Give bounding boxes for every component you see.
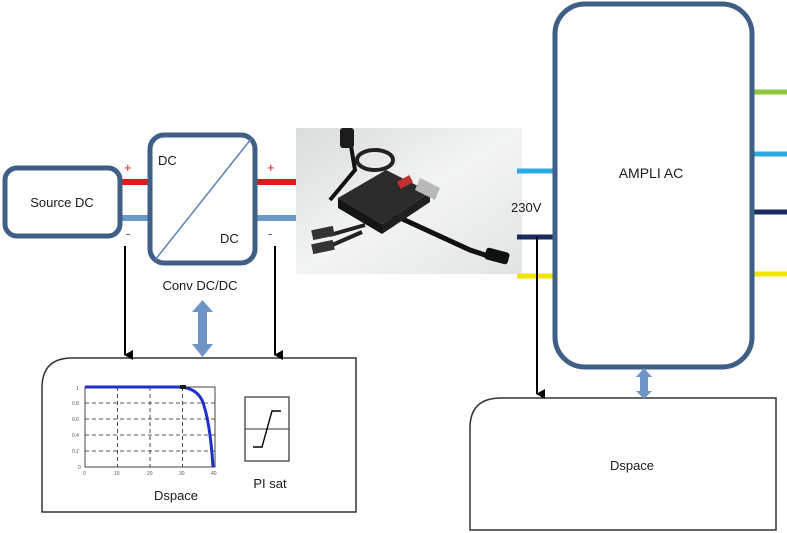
- iv-curve-plot: 1 0.8 0.6 0.4 0.2 0 0 10 20 30 40: [72, 385, 217, 477]
- conv-minus-sign: -: [268, 226, 272, 241]
- ampli-ac-block: AMPLI AC: [552, 1, 755, 370]
- y-tick-0.2: 0.2: [72, 449, 79, 455]
- converter-caption: Conv DC/DC: [162, 278, 237, 293]
- y-tick-0.8: 0.8: [72, 401, 79, 407]
- source-dc-block: Source DC: [2, 165, 123, 239]
- source-dc-label: Source DC: [30, 195, 94, 210]
- x-tick-40: 40: [211, 471, 217, 477]
- x-tick-20: 20: [147, 471, 153, 477]
- y-tick-0.4: 0.4: [72, 433, 79, 439]
- pi-sat-label: PI sat: [253, 476, 287, 491]
- dspace-right-label: Dspace: [610, 458, 654, 473]
- dcdc-converter-block: DC DC: [147, 132, 258, 266]
- dspace-right-block: Dspace: [469, 397, 777, 531]
- ampli-ac-label: AMPLI AC: [619, 165, 684, 181]
- converter-bottom-label: DC: [220, 231, 239, 246]
- converter-dspace-double-arrow: [192, 300, 213, 357]
- y-tick-1: 1: [76, 386, 79, 392]
- x-tick-0: 0: [83, 471, 86, 477]
- x-tick-10: 10: [114, 471, 120, 477]
- voltage-label: 230V: [511, 200, 542, 215]
- dspace-left-label: Dspace: [154, 488, 198, 503]
- source-minus-sign: -: [126, 226, 130, 241]
- conv-plus-sign: +: [267, 160, 275, 175]
- y-tick-0: 0: [78, 465, 81, 471]
- microinverter-photo: [296, 128, 522, 274]
- ampli-dspace-double-arrow: [636, 368, 652, 399]
- y-tick-0.6: 0.6: [72, 417, 79, 423]
- converter-top-label: DC: [158, 153, 177, 168]
- source-plus-sign: +: [124, 160, 132, 175]
- pi-saturation-block: [244, 396, 290, 462]
- x-tick-30: 30: [179, 471, 185, 477]
